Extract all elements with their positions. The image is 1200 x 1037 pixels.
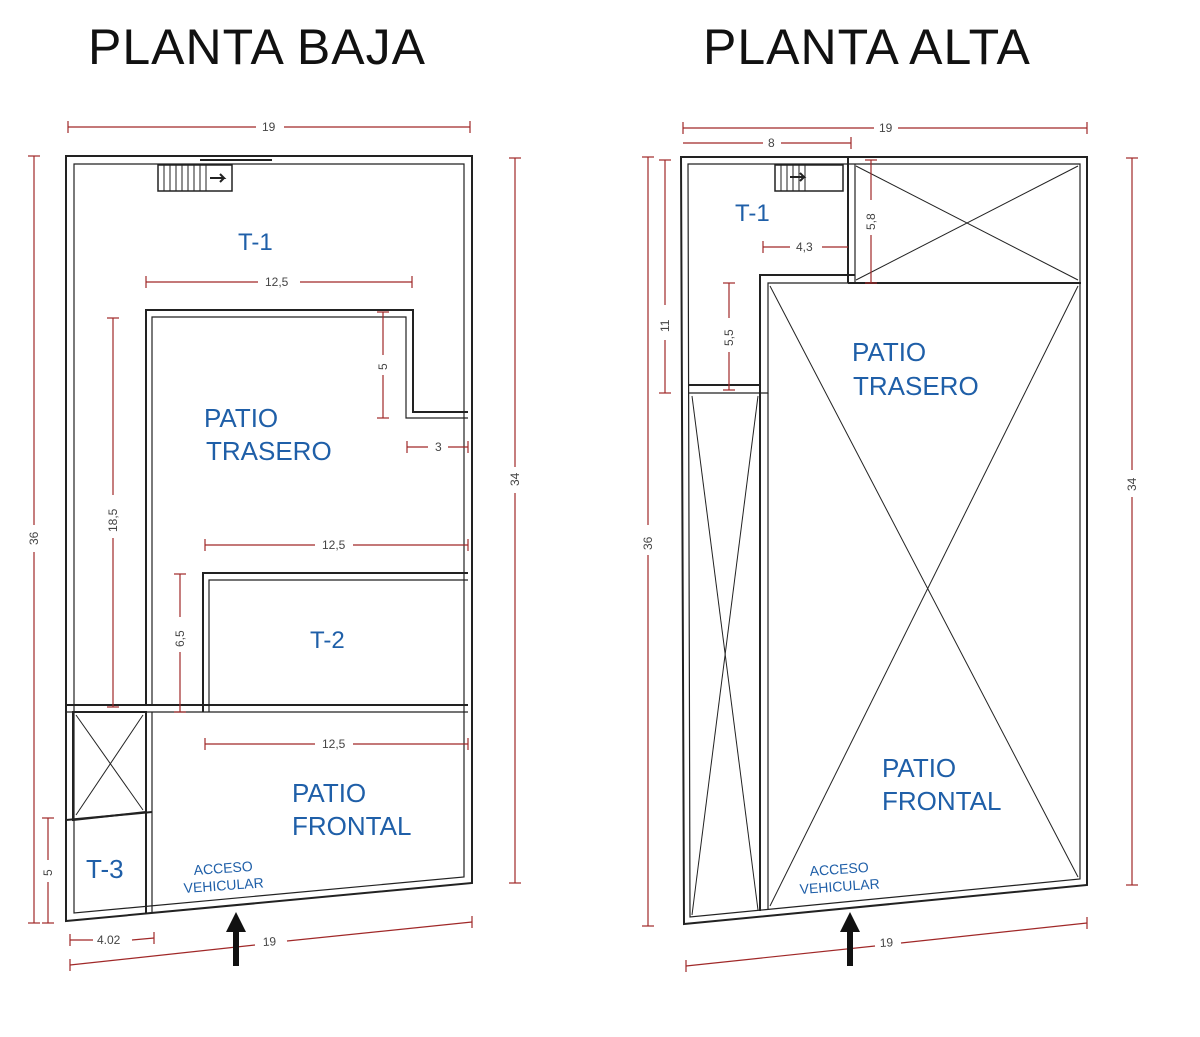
ground-acceso-line1: ACCESO [193, 858, 253, 878]
upper-dim-top: 19 [879, 121, 893, 135]
upper-dim-top-left: 8 [768, 136, 775, 150]
ground-patio-trasero-line1: PATIO [204, 403, 278, 433]
ground-floor-title: PLANTA BAJA [88, 19, 426, 75]
upper-dim-t1-w: 4,3 [796, 240, 813, 254]
ground-access-arrow-icon [226, 912, 246, 966]
ground-patio-frontal-line1: PATIO [292, 778, 366, 808]
upper-t1-wall [688, 274, 855, 386]
ground-t2-wall [202, 572, 468, 712]
upper-patio-trasero-line1: PATIO [852, 337, 926, 367]
upper-floor-plan: T-1 PATIO TRASERO PATIO FRONTAL ACCESO V… [641, 121, 1139, 972]
ground-dim-top: 19 [262, 120, 276, 134]
upper-room-t1: T-1 [735, 200, 770, 227]
upper-dim-left: 36 [641, 536, 655, 550]
ground-dim-t2-h: 6,5 [173, 630, 187, 647]
ground-patio-frontal-line2: FRONTAL [292, 811, 411, 841]
ground-dimensions [28, 121, 521, 971]
upper-patio-frontal-line1: PATIO [882, 753, 956, 783]
ground-room-t1: T-1 [238, 229, 273, 256]
upper-dim-bottom: 19 [879, 935, 893, 950]
ground-dim-right: 34 [508, 472, 522, 486]
ground-dim-frontal-w: 12,5 [322, 737, 346, 751]
upper-stairs [774, 164, 844, 192]
upper-dim-void-h: 5,8 [864, 213, 878, 230]
upper-access-arrow-icon [840, 912, 860, 966]
ground-stairs [157, 159, 272, 192]
ground-room-t2: T-2 [310, 627, 345, 654]
ground-dim-t3-w: 4.02 [97, 933, 121, 947]
upper-dim-t1-h: 5,5 [722, 329, 736, 346]
ground-dim-t3-h: 5 [41, 869, 55, 876]
ground-patio-trasero-line2: TRASERO [206, 436, 332, 466]
upper-acceso-line2: VEHICULAR [799, 875, 880, 897]
upper-patio-frontal-line2: FRONTAL [882, 786, 1001, 816]
ground-dim-left: 36 [27, 531, 41, 545]
upper-dim-left-inner: 11 [658, 319, 672, 332]
ground-room-t3: T-3 [86, 854, 124, 884]
upper-floor-title: PLANTA ALTA [703, 19, 1031, 75]
upper-dimensions [642, 122, 1138, 972]
upper-outer-wall [679, 156, 1088, 926]
upper-patio-trasero-line2: TRASERO [853, 371, 979, 401]
ground-patio-trasero-wall [145, 309, 468, 705]
upper-acceso-line1: ACCESO [809, 859, 869, 879]
ground-dim-notch-h: 5 [376, 363, 390, 370]
upper-dim-right: 34 [1125, 477, 1139, 491]
ground-outer-wall-inner [73, 163, 465, 914]
ground-dim-t2-top: 12,5 [322, 538, 346, 552]
upper-patio-x [769, 285, 1079, 878]
ground-dim-t1-width: 12,5 [265, 275, 289, 289]
ground-dim-patio-h: 18,5 [106, 508, 120, 532]
ground-floor-plan: T-1 PATIO TRASERO T-2 PATIO FRONTAL T-3 … [27, 120, 522, 971]
ground-outer-wall [65, 155, 473, 923]
ground-dim-bottom: 19 [262, 934, 276, 949]
ground-dim-notch-w: 3 [435, 440, 442, 454]
ground-acceso-line2: VEHICULAR [183, 874, 264, 896]
upper-outer-wall-inner [687, 163, 1081, 918]
